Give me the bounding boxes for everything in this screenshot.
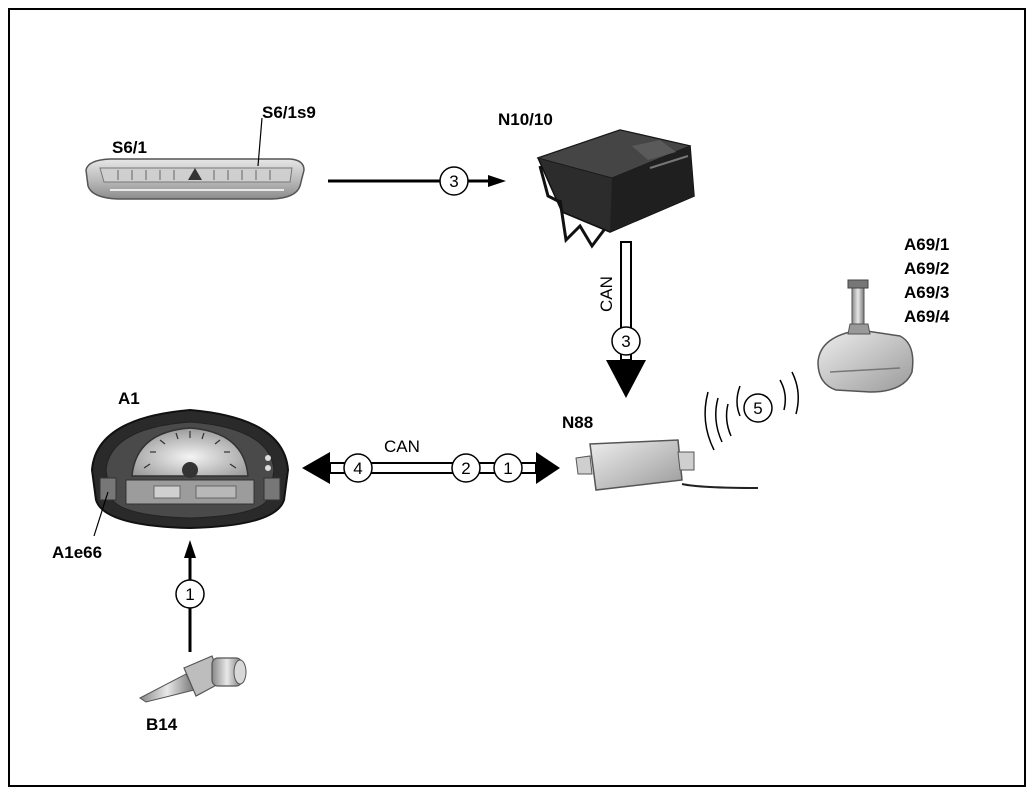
label-a69-2: A69/2 xyxy=(904,259,949,278)
label-s6-1: S6/1 xyxy=(112,138,147,157)
step-bus-left: 4 xyxy=(353,459,362,478)
label-n88: N88 xyxy=(562,413,593,432)
label-group-a69: A69/1 A69/2 A69/3 A69/4 xyxy=(904,235,950,326)
step-bus-right: 1 xyxy=(503,459,512,478)
radio-waves xyxy=(704,371,799,451)
step-circle-tire-signal xyxy=(743,393,773,423)
can-bus-vertical: CAN 3 xyxy=(597,241,646,398)
label-s6-1s9: S6/1s9 xyxy=(262,103,316,122)
arrow-b14-to-a1: 1 xyxy=(175,540,205,652)
label-a69-3: A69/3 xyxy=(904,283,949,302)
leader-a1e66 xyxy=(93,491,109,537)
label-a1e66: A1e66 xyxy=(52,543,102,562)
step-tire-signal: 5 xyxy=(753,399,762,418)
diagram-frame xyxy=(8,8,1026,787)
can-bus-horizontal: CAN 4 2 1 xyxy=(302,437,560,484)
leader-s6-1s9 xyxy=(257,117,263,167)
label-b14: B14 xyxy=(146,715,178,734)
label-can-vertical: CAN xyxy=(597,276,616,312)
tire-pressure-sensor-a69 xyxy=(817,279,914,393)
label-a69-4: A69/4 xyxy=(904,307,950,326)
arrow-s6-to-n10: 3 xyxy=(328,166,506,196)
label-can-horizontal: CAN xyxy=(384,437,420,456)
step-bus-mid: 2 xyxy=(461,459,470,478)
label-a1: A1 xyxy=(118,389,140,408)
control-unit-n10-10 xyxy=(536,129,695,249)
temperature-sensor-b14 xyxy=(139,655,247,703)
step-s6-to-n10: 3 xyxy=(449,172,458,191)
step-n10-to-n88: 3 xyxy=(621,332,630,351)
label-a69-1: A69/1 xyxy=(904,235,949,254)
switch-panel-s6-1 xyxy=(85,158,305,200)
step-b14-to-a1: 1 xyxy=(185,585,194,604)
label-n10-10: N10/10 xyxy=(498,110,553,129)
instrument-cluster-a1 xyxy=(90,408,290,530)
control-unit-n88 xyxy=(575,439,759,491)
